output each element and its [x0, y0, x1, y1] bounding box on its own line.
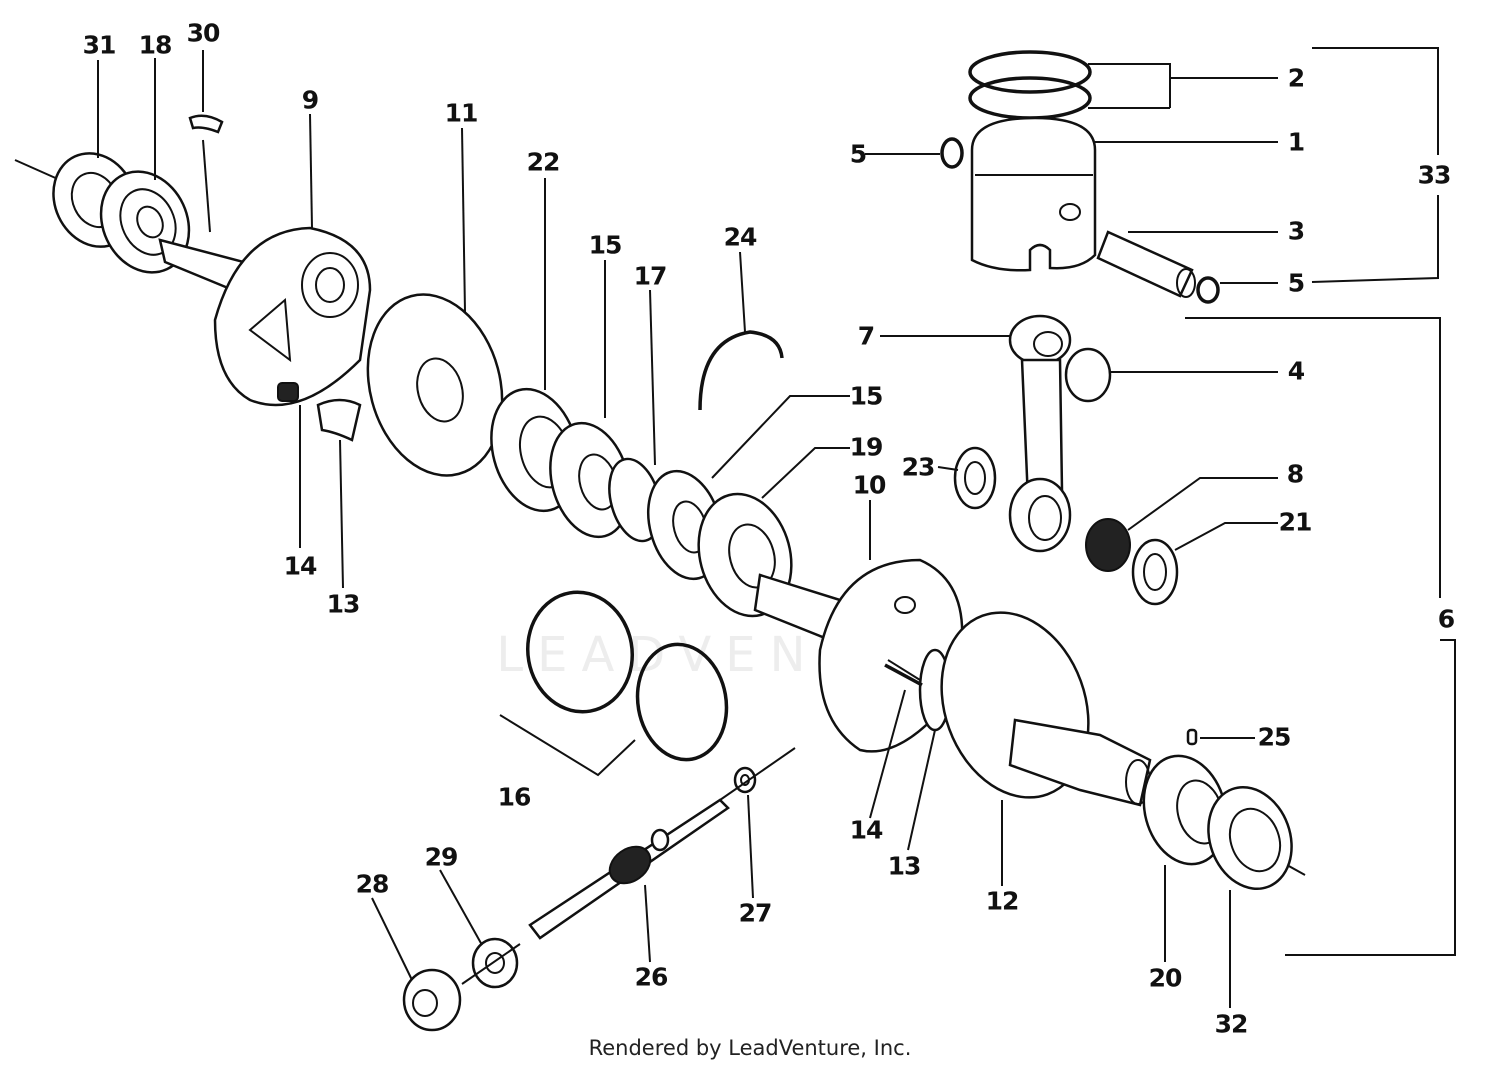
callout-20: 20	[1148, 963, 1183, 993]
callout-16: 16	[497, 782, 532, 812]
callout-17: 17	[633, 261, 668, 291]
callout-2: 2	[1287, 63, 1305, 93]
shaft-axis	[719, 747, 796, 801]
piston-pin-3	[1096, 230, 1196, 298]
callout-3: 3	[1287, 216, 1305, 246]
callout-18: 18	[138, 30, 173, 60]
crank-web-12	[940, 611, 1152, 807]
callout-11: 11	[444, 98, 479, 128]
callout-8: 8	[1286, 459, 1304, 489]
callout-32: 32	[1214, 1009, 1249, 1039]
callout-5a: 5	[849, 139, 867, 169]
piston-1	[970, 116, 1097, 272]
callout-31: 31	[82, 30, 117, 60]
callout-33: 33	[1417, 160, 1452, 190]
callout-13a: 13	[326, 589, 361, 619]
callout-23: 23	[901, 452, 936, 482]
snap-rings-16	[499, 590, 729, 777]
callout-26: 26	[634, 962, 669, 992]
credit-text: Rendered by LeadVenture, Inc.	[588, 1036, 912, 1060]
callout-7: 7	[857, 321, 875, 351]
callout-6: 6	[1437, 604, 1455, 634]
callout-4: 4	[1287, 356, 1305, 386]
callout-27: 27	[738, 898, 773, 928]
shaft-axis-left	[461, 943, 521, 985]
callout-15b: 15	[849, 381, 884, 411]
callout-15a: 15	[588, 230, 623, 260]
oil-seal-28	[402, 968, 462, 1032]
crank-half-9	[213, 226, 372, 407]
connecting-rod-7	[1008, 314, 1072, 553]
callout-14b: 14	[849, 815, 884, 845]
crank-web-11	[366, 293, 504, 477]
circlip-24	[698, 330, 784, 411]
callout-5b: 5	[1287, 268, 1305, 298]
callout-30: 30	[186, 18, 221, 48]
washer-21	[1131, 538, 1179, 606]
needle-bearing-8	[1085, 518, 1131, 572]
callout-13b: 13	[887, 851, 922, 881]
crank-pin-14a	[277, 382, 299, 402]
needle-bearing-20	[1142, 754, 1228, 866]
callout-19: 19	[849, 432, 884, 462]
drive-shaft-26	[528, 798, 730, 940]
callout-28: 28	[355, 869, 390, 899]
thrust-washer-13a	[316, 398, 362, 442]
callout-22: 22	[526, 147, 561, 177]
callout-12: 12	[985, 886, 1020, 916]
crank-pin-14b	[884, 663, 923, 687]
needle-bearing-4	[1064, 347, 1112, 403]
callout-21: 21	[1278, 507, 1313, 537]
woodruff-key-30	[188, 114, 224, 134]
piston-rings-2	[968, 50, 1092, 120]
callout-1: 1	[1287, 127, 1305, 157]
oil-seal-32	[1207, 786, 1293, 890]
callout-9: 9	[301, 85, 319, 115]
circlip-5b	[1196, 276, 1220, 304]
circlip-5a	[940, 137, 964, 169]
callout-14a: 14	[283, 551, 318, 581]
dowel-25	[1186, 728, 1198, 746]
washer-23	[953, 446, 997, 510]
callout-25: 25	[1257, 722, 1292, 752]
bearing-29	[471, 937, 519, 989]
callout-29: 29	[424, 842, 459, 872]
callout-24: 24	[723, 222, 758, 252]
callout-10: 10	[852, 470, 887, 500]
leader-lines	[97, 47, 1456, 1008]
